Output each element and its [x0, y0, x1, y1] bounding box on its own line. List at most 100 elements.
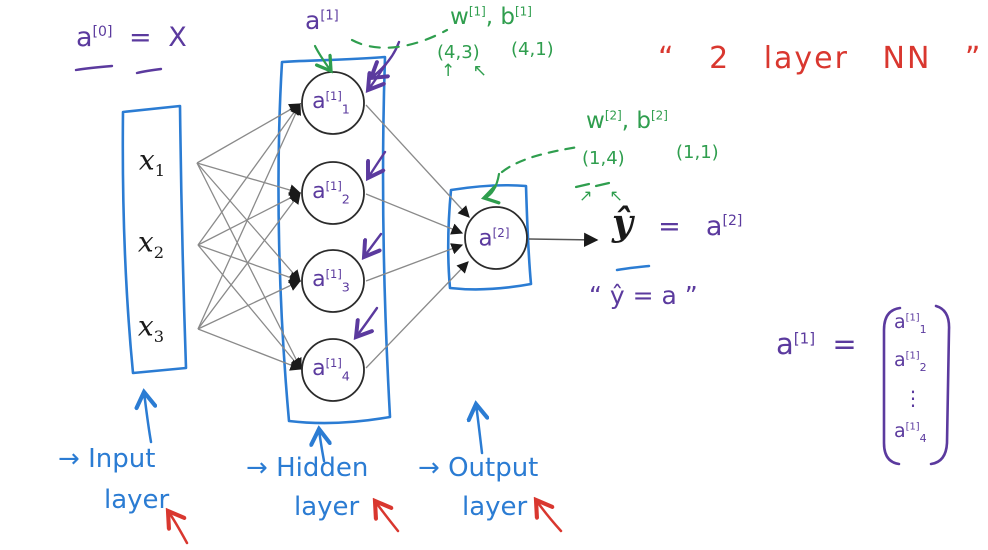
hidden-neuron-2 [301, 161, 365, 225]
a1-base: a [305, 6, 321, 35]
connection-line [365, 104, 470, 218]
hidden-node-2-label: a[1]2 [312, 179, 350, 208]
h2-sub: 2 [341, 192, 350, 208]
green-hook-output [480, 172, 501, 205]
v4-sub: 4 [919, 431, 927, 445]
out-base: a [478, 225, 493, 252]
dashed-link-out-to-w2 [500, 145, 580, 174]
vector-entry-1: a[1]1 [894, 313, 927, 335]
input-x3-label: x3 [137, 309, 165, 347]
layer1-params: w[1], b[1] [450, 4, 532, 30]
connection-line [197, 192, 301, 330]
equation-a0-equals-x: a[0] = X [76, 24, 187, 51]
hidden-layer-caption-line2: layer [294, 492, 360, 522]
h2-base: a [312, 179, 326, 205]
vector-bracket-left [882, 306, 902, 466]
red-emphasis-arrow-output [536, 500, 563, 533]
arrow-glyph: → [58, 444, 80, 474]
hidden-layer-pointer-arrow [319, 429, 324, 463]
blue-annotation-strokes [144, 264, 651, 463]
shape-pointer-arrows-1: ↑ ↖ [441, 61, 493, 81]
input-to-hidden-connections [196, 102, 303, 371]
vector-entry-2: a[1]2 [894, 351, 927, 373]
green-hook-hidden [313, 44, 333, 74]
comma: , [621, 108, 630, 134]
connection-line [197, 102, 301, 330]
hidden-node-3-label: a[1]3 [312, 266, 350, 296]
v1-base: a [894, 311, 906, 333]
red-emphasis-arrow-input [168, 511, 189, 545]
x1-base: x [138, 143, 155, 177]
activation-arrow-1 [368, 62, 388, 90]
vector-entry-4: a[1]4 [894, 422, 927, 444]
connection-line [197, 192, 302, 246]
a0-rhs: X [168, 22, 187, 53]
w2-sup: [2] [604, 108, 622, 123]
hidden-to-output-connections [365, 104, 470, 369]
x3-base: x [137, 309, 154, 343]
connection-line [365, 261, 469, 369]
connection-line [196, 103, 302, 164]
v2-base: a [894, 349, 906, 371]
arrow-glyph: → [418, 453, 440, 483]
w2-shape: (1,4) [582, 148, 625, 169]
equation-yhat-quote: “ ŷ = a ” [589, 281, 698, 310]
red-emphasis-arrow-hidden [375, 501, 400, 533]
b2-sup: [2] [650, 108, 668, 123]
h4-base: a [312, 356, 326, 382]
output-node-label: a[2] [478, 225, 509, 252]
h3-sub: 3 [341, 280, 350, 296]
vec-equals: = [832, 327, 857, 361]
red-annotation-strokes [168, 500, 563, 545]
vec-sup: [1] [793, 329, 816, 348]
hidden-layer-caption-line1: → Hidden [246, 455, 368, 481]
underline-x [135, 67, 163, 75]
x3-sub: 3 [153, 327, 165, 347]
h4-sub: 4 [341, 369, 350, 385]
a1-sup: [1] [320, 8, 339, 24]
output-layer-box [446, 183, 533, 291]
input-layer-caption-line2: layer [104, 485, 170, 515]
a0-base: a [76, 22, 93, 53]
h1-sub: 1 [341, 102, 350, 118]
w1-symbol: w [450, 4, 469, 30]
input-x2-label: x2 [138, 228, 165, 263]
h1-sup: [1] [325, 88, 342, 103]
comma: , [485, 4, 494, 30]
hidden-layer-box [277, 55, 392, 425]
v2-sub: 2 [919, 360, 927, 374]
activation-arrow-2 [368, 150, 387, 178]
v2-sup: [1] [905, 350, 920, 362]
output-layer-word: Output [448, 453, 539, 483]
a0-sup: [0] [92, 24, 113, 40]
green-dash-2 [594, 181, 611, 188]
green-dash-1 [574, 182, 591, 189]
underline-yhat [615, 264, 651, 272]
input-x1-label: x1 [138, 143, 166, 181]
layer2-params: w[2], b[2] [586, 108, 668, 134]
a1-layer-label: a[1] [305, 8, 339, 33]
x1-sub: 1 [154, 161, 166, 181]
v1-sub: 1 [919, 322, 927, 336]
b1-symbol: b [500, 4, 515, 30]
hidden-node-1-label: a[1]1 [312, 88, 350, 118]
h3-sup: [1] [325, 266, 342, 281]
connection-line [196, 162, 302, 196]
input-layer-caption-line1: → Input [58, 446, 155, 472]
w1-sup: [1] [468, 4, 486, 19]
input-layer-box [121, 104, 188, 375]
output-to-yhat-arrow [528, 232, 599, 248]
yhat-rhs: a [705, 211, 723, 242]
b1-shape: (4,1) [511, 39, 554, 60]
hidden-node-4-label: a[1]4 [312, 356, 350, 385]
input-layer-word: Input [88, 444, 156, 474]
vector-bracket-right [929, 304, 951, 466]
purple-annotation-strokes [74, 40, 951, 466]
x2-sub: 2 [153, 243, 165, 263]
connection-line [196, 162, 302, 371]
shape-pointer-arrows-2: ↗ ↖ [579, 186, 629, 205]
yhat-rhs-sup: [2] [722, 213, 743, 229]
connection-line [197, 280, 302, 330]
w1-shape: (4,3) [437, 42, 480, 63]
